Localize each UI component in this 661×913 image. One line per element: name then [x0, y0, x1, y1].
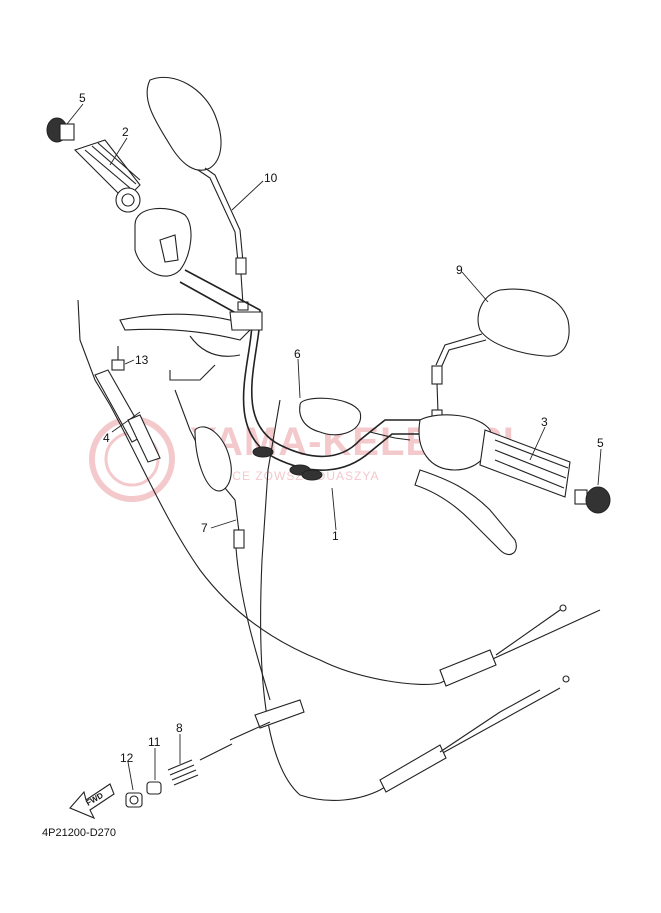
part-label-1: 1	[332, 529, 339, 543]
part-label-10: 10	[264, 171, 278, 185]
part-label-6: 6	[294, 347, 301, 361]
throttle-cable	[260, 399, 570, 801]
forward-arrow-icon: FWD	[69, 783, 115, 820]
clutch-cable	[77, 299, 601, 687]
left-switch-assembly	[119, 207, 263, 381]
leader-lines	[66, 103, 602, 791]
left-grip	[73, 139, 141, 213]
part-label-5-right: 5	[597, 436, 604, 450]
collar-part	[146, 781, 162, 795]
nut-part	[125, 792, 143, 808]
left-mirror	[146, 76, 249, 311]
diagram-code: 4P21200-D270	[42, 827, 116, 839]
part-label-7: 7	[201, 521, 208, 535]
part-label-8: 8	[176, 721, 183, 735]
part-label-9: 9	[456, 263, 463, 277]
part-label-2: 2	[122, 125, 129, 139]
right-grip	[479, 429, 571, 498]
front-brake-cable	[174, 389, 305, 761]
part-label-3: 3	[541, 415, 548, 429]
part-labels: 5 2 10 9 6 13 3 5 4 1 7 8 11 12	[79, 91, 604, 765]
part-label-13: 13	[135, 353, 149, 367]
part-label-5-left: 5	[79, 91, 86, 105]
right-end-cap	[574, 486, 611, 514]
part-label-4: 4	[103, 431, 110, 445]
right-mirror	[431, 288, 570, 419]
bolt-part	[111, 346, 125, 371]
spring-part	[167, 759, 199, 786]
left-end-cap	[46, 117, 75, 143]
part-label-12: 12	[120, 751, 134, 765]
right-switch-assembly	[299, 397, 517, 555]
part-label-11: 11	[148, 735, 161, 749]
handlebar	[179, 269, 420, 481]
watermark-sub-text: OJCE ZOWSZ I DUASZYA	[215, 469, 379, 483]
